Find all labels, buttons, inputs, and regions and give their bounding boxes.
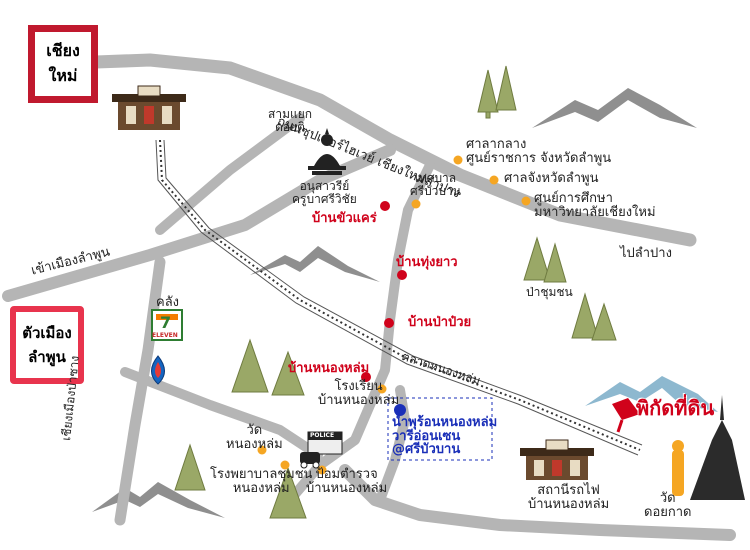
dot-hot-spring bbox=[394, 404, 406, 416]
land-location-pin-icon bbox=[612, 398, 640, 433]
road-superhighway bbox=[89, 53, 697, 247]
road-pa-sang bbox=[114, 256, 166, 526]
label-to-lampang: ไปลำปาง bbox=[620, 246, 672, 261]
roads bbox=[2, 53, 736, 541]
label-doi-ti-block: สามแยก ดอยติ bbox=[268, 107, 313, 134]
road-nong-lom bbox=[120, 367, 323, 460]
label-ban-nong-lom: บ้านหนองหล่ม bbox=[288, 361, 370, 376]
label-municipality: เทศบาล ศรีบัวบาน bbox=[410, 171, 461, 198]
label-temple-doi-kat: วัด ดอยกาด bbox=[644, 491, 692, 520]
tree-forest-1 bbox=[523, 236, 551, 281]
label-land-location: พิกัดที่ดิน bbox=[636, 396, 715, 420]
tree-bottom-1 bbox=[174, 443, 206, 491]
city-lamphun-line2: ลำพูน bbox=[28, 348, 66, 366]
label-ban-khua-khae: บ้านขัวแคร่ bbox=[312, 211, 377, 226]
railway-rail-a bbox=[155, 139, 639, 456]
hot-spring-box bbox=[387, 397, 493, 461]
seven-eleven-digit: 7 bbox=[160, 313, 172, 332]
label-monument: อนุสาวรีย์ ครูบาศรีวิชัย bbox=[292, 179, 357, 206]
label-cmu-center: ศูนย์การศึกษา มหาวิทยาลัยเชียงใหม่ bbox=[534, 191, 656, 220]
city-chiang-mai: เชียง ใหม่ bbox=[28, 25, 98, 103]
road-municipality bbox=[285, 160, 435, 505]
dot-ban-nong-lom bbox=[361, 372, 371, 382]
city-lamphun-line1: ตัวเมือง bbox=[22, 324, 72, 342]
tree-bottom-2 bbox=[269, 466, 307, 519]
dot-ban-thung-yao bbox=[397, 270, 407, 280]
mountain-land-location bbox=[585, 376, 718, 412]
tree-right-2 bbox=[591, 302, 617, 341]
station-building bbox=[520, 439, 594, 480]
city-chiang-mai-line2: ใหม่ bbox=[48, 66, 78, 85]
tree-top-1 bbox=[477, 69, 499, 119]
tree-left-2 bbox=[271, 350, 305, 396]
tree-left-1 bbox=[231, 338, 269, 393]
railway bbox=[155, 139, 643, 456]
dot-school bbox=[377, 384, 387, 394]
railway-rail-b bbox=[163, 139, 643, 446]
label-school: โรงเรียน บ้านหนองหล่ม bbox=[318, 379, 400, 408]
police-box-icon bbox=[300, 431, 343, 469]
label-hot-spring: น้ำพุร้อนหนองหล่ม วารีอ่อนเซน @ศรีบัวบาน bbox=[392, 415, 498, 458]
label-ban-pa-puai: บ้านป่าป๋วย bbox=[408, 315, 472, 330]
tree-forest-2 bbox=[543, 242, 567, 283]
mountain-bottom-left bbox=[92, 482, 225, 518]
label-hospital: โรงพยาบาลชุมชน หนองหล่ม bbox=[210, 467, 313, 496]
dot-temple-nong-lom bbox=[257, 445, 267, 455]
mountain-middle bbox=[250, 246, 380, 282]
gas-station-icon bbox=[151, 355, 165, 385]
buddha-monument-icon bbox=[308, 128, 346, 175]
label-ban-thung-yao: บ้านทุ่งยาว bbox=[396, 255, 458, 270]
tree-top-2 bbox=[495, 65, 517, 111]
dot-provincial-court bbox=[489, 175, 499, 185]
dot-municipality bbox=[411, 199, 421, 209]
city-lamphun: ตัวเมือง ลำพูน bbox=[10, 306, 84, 384]
dot-cmu bbox=[521, 196, 531, 206]
dot-hospital bbox=[280, 460, 290, 470]
mountain-top-right bbox=[532, 88, 697, 128]
label-police: ป้อมตำรวจ บ้านหนองหล่ม bbox=[306, 467, 388, 496]
tree-right-1 bbox=[571, 292, 599, 339]
seven-eleven-logo bbox=[151, 309, 183, 341]
dot-ban-khua-khae bbox=[380, 201, 390, 211]
city-chiang-mai-line1: เชียง bbox=[46, 41, 80, 60]
temple-doi-kat-icon bbox=[672, 395, 745, 500]
label-provincial-court: ศาลจังหวัดลำพูน bbox=[504, 171, 599, 186]
label-warehouse: คลัง bbox=[156, 295, 180, 310]
dot-police bbox=[317, 465, 327, 475]
police-sign-text: POLICE bbox=[310, 432, 335, 439]
label-community-forest: ป่าชุมชน bbox=[526, 285, 573, 299]
building-top bbox=[112, 85, 186, 130]
dot-ban-pa-puai bbox=[384, 318, 394, 328]
label-station: สถานีรถไฟ บ้านหนองหล่ม bbox=[528, 483, 610, 512]
seven-eleven-text: ELEVEN bbox=[152, 332, 178, 339]
railway-line bbox=[159, 139, 641, 451]
place-dots bbox=[257, 155, 531, 475]
road-doi-ti bbox=[155, 113, 305, 235]
label-temple-nong-lom: วัด หนองหล่ม bbox=[226, 423, 283, 452]
road-lower-right bbox=[339, 464, 736, 541]
label-court: ศาลากลาง ศูนย์ราชการ จังหวัดลำพูน bbox=[466, 137, 612, 166]
dot-court bbox=[453, 155, 463, 165]
trees bbox=[174, 65, 617, 519]
